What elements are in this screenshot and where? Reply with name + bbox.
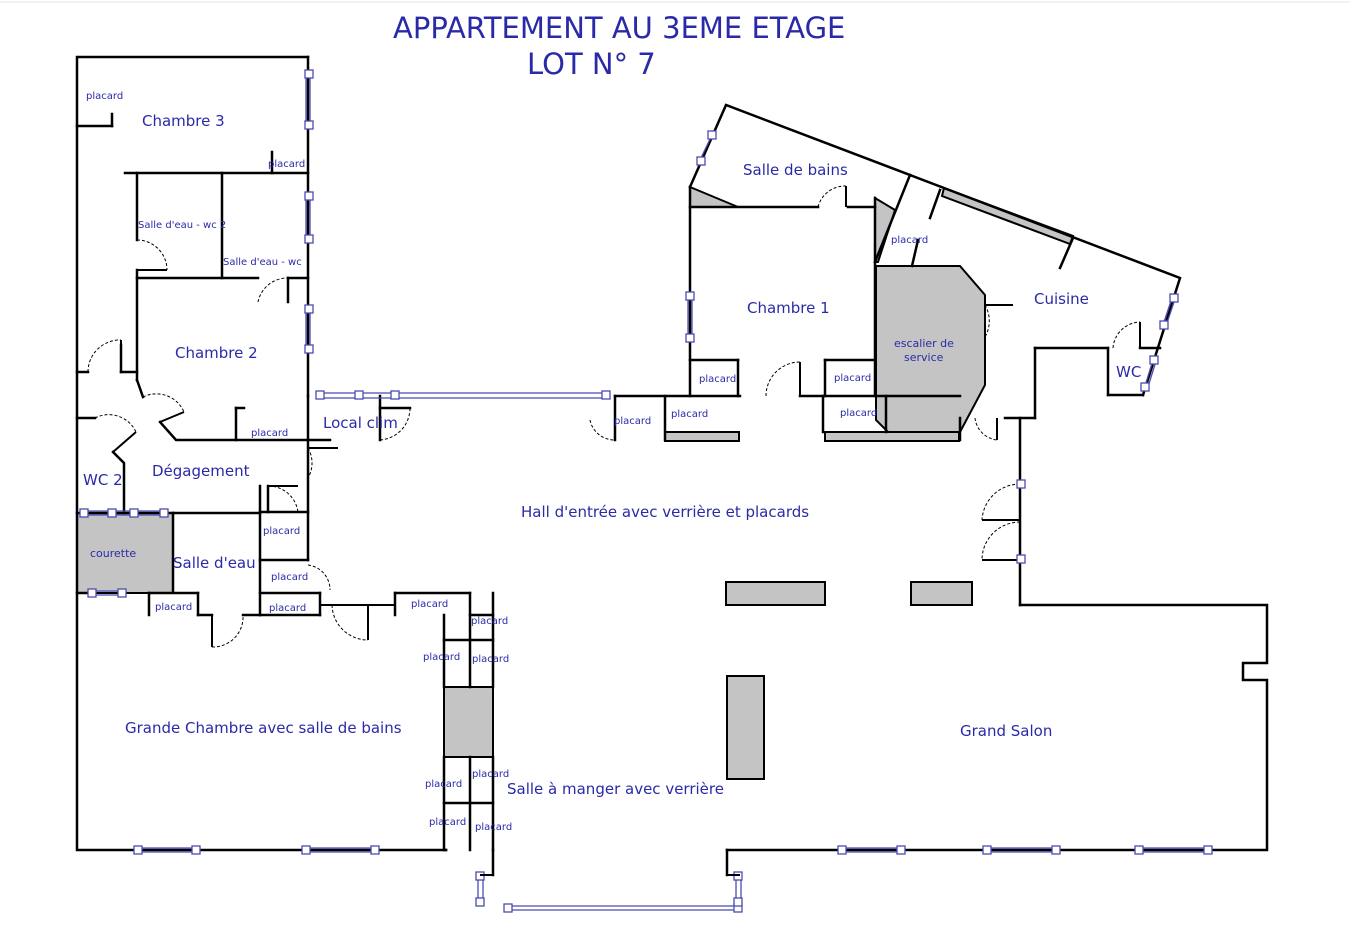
door-salon-1	[981, 483, 1021, 521]
window-salle-de-bains	[696, 130, 717, 166]
label-escalier-1: escalier de	[894, 337, 954, 350]
label-salle-a-manger: Salle à manger avec verrière	[507, 780, 724, 798]
door-corridor-1	[87, 339, 122, 373]
label-chambre-2: Chambre 2	[175, 344, 258, 362]
label-salle-eau: Salle d'eau	[173, 554, 256, 572]
door-grande-chambre	[320, 604, 395, 641]
room-labels: Chambre 3 Salle d'eau - wc 2 Salle d'eau…	[83, 112, 1141, 798]
window-grande-chambre	[133, 845, 380, 855]
window-courette	[79, 508, 169, 598]
window-chambre3	[304, 69, 314, 130]
placard-label: placard	[475, 822, 512, 833]
label-salle-de-bains: Salle de bains	[743, 161, 848, 179]
window-salle-a-manger	[475, 871, 743, 913]
placard-label: placard	[271, 572, 308, 583]
placard-label: placard	[834, 373, 871, 384]
label-escalier-2: service	[904, 351, 944, 364]
window-salle-eau-wc	[304, 191, 314, 244]
plan-title: APPARTEMENT AU 3EME ETAGE	[393, 11, 845, 45]
plan-lot-number: LOT N° 7	[527, 47, 656, 81]
window-cuisine	[1140, 293, 1179, 392]
placard-label: placard	[411, 599, 448, 610]
placard-label: placard	[425, 779, 462, 790]
label-local-clim: Local clim	[323, 414, 398, 432]
label-grand-salon: Grand Salon	[960, 722, 1052, 740]
label-grande-chambre: Grande Chambre avec salle de bains	[125, 719, 402, 737]
placard-label: placard	[269, 603, 306, 614]
grey-areas	[76, 185, 1075, 780]
placard-label: placard	[472, 654, 509, 665]
label-courette: courette	[90, 547, 136, 560]
salle-de-bains-corner-fill	[689, 185, 739, 208]
placard-label: placard	[429, 817, 466, 828]
label-chambre-1: Chambre 1	[747, 299, 830, 317]
door-salon-2	[981, 521, 1021, 561]
column-4	[443, 686, 494, 758]
window-local-clim	[315, 390, 611, 400]
door-chambre2	[142, 393, 185, 423]
window-chambre2	[304, 304, 314, 354]
label-degagement: Dégagement	[152, 462, 250, 480]
door-placard-sde	[307, 564, 331, 591]
placard-labels: placard placard placard placard placard …	[86, 91, 928, 833]
label-chambre-3: Chambre 3	[142, 112, 225, 130]
placard-label: placard	[671, 409, 708, 420]
door-salon-hinge-2	[1016, 554, 1026, 564]
walls	[75, 55, 1269, 877]
door-wc	[1112, 321, 1141, 349]
windows	[79, 69, 1213, 913]
placard-label: placard	[86, 91, 123, 102]
placard-label: placard	[891, 235, 928, 246]
label-salle-eau-wc2: Salle d'eau - wc 2	[138, 220, 226, 231]
door-chambre1	[765, 361, 801, 397]
door-salle-eau-wc2	[136, 239, 168, 271]
placard-label: placard	[423, 652, 460, 663]
door-salle-de-bains	[817, 185, 847, 208]
door-local-clim-2	[307, 447, 338, 479]
placard-label: placard	[840, 408, 877, 419]
placard-label: placard	[614, 416, 651, 427]
label-wc: WC	[1116, 363, 1141, 381]
label-cuisine: Cuisine	[1034, 290, 1089, 308]
placard-label: placard	[471, 616, 508, 627]
column-2	[910, 581, 973, 606]
door-local-clim	[379, 407, 411, 441]
door-salon-hinge-1	[1016, 479, 1026, 489]
placard-label: placard	[263, 526, 300, 537]
door-hall-placard	[589, 419, 616, 441]
door-service	[974, 417, 998, 441]
window-chambre1	[685, 291, 695, 343]
placard-label: placard	[472, 769, 509, 780]
column-3	[726, 675, 765, 780]
hall-bar-right	[824, 431, 960, 442]
window-grand-salon	[837, 845, 1213, 855]
column-1	[725, 581, 826, 606]
cuisine-wall-fill	[940, 186, 1075, 246]
label-hall: Hall d'entrée avec verrière et placards	[521, 503, 809, 521]
placard-label: placard	[699, 374, 736, 385]
label-wc2: WC 2	[83, 471, 123, 489]
door-sde-bottom	[211, 614, 244, 648]
hall-bar-left	[664, 431, 740, 442]
door-wc2	[94, 414, 137, 453]
door-salle-eau-wc	[257, 277, 289, 303]
placard-label: placard	[268, 159, 305, 170]
escalier-fill	[875, 265, 986, 433]
doors	[87, 185, 1141, 648]
door-escalier	[984, 304, 1013, 338]
placard-label: placard	[155, 602, 192, 613]
label-salle-eau-wc: Salle d'eau - wc	[223, 257, 302, 268]
placard-label: placard	[251, 428, 288, 439]
door-salle-eau	[267, 485, 299, 513]
